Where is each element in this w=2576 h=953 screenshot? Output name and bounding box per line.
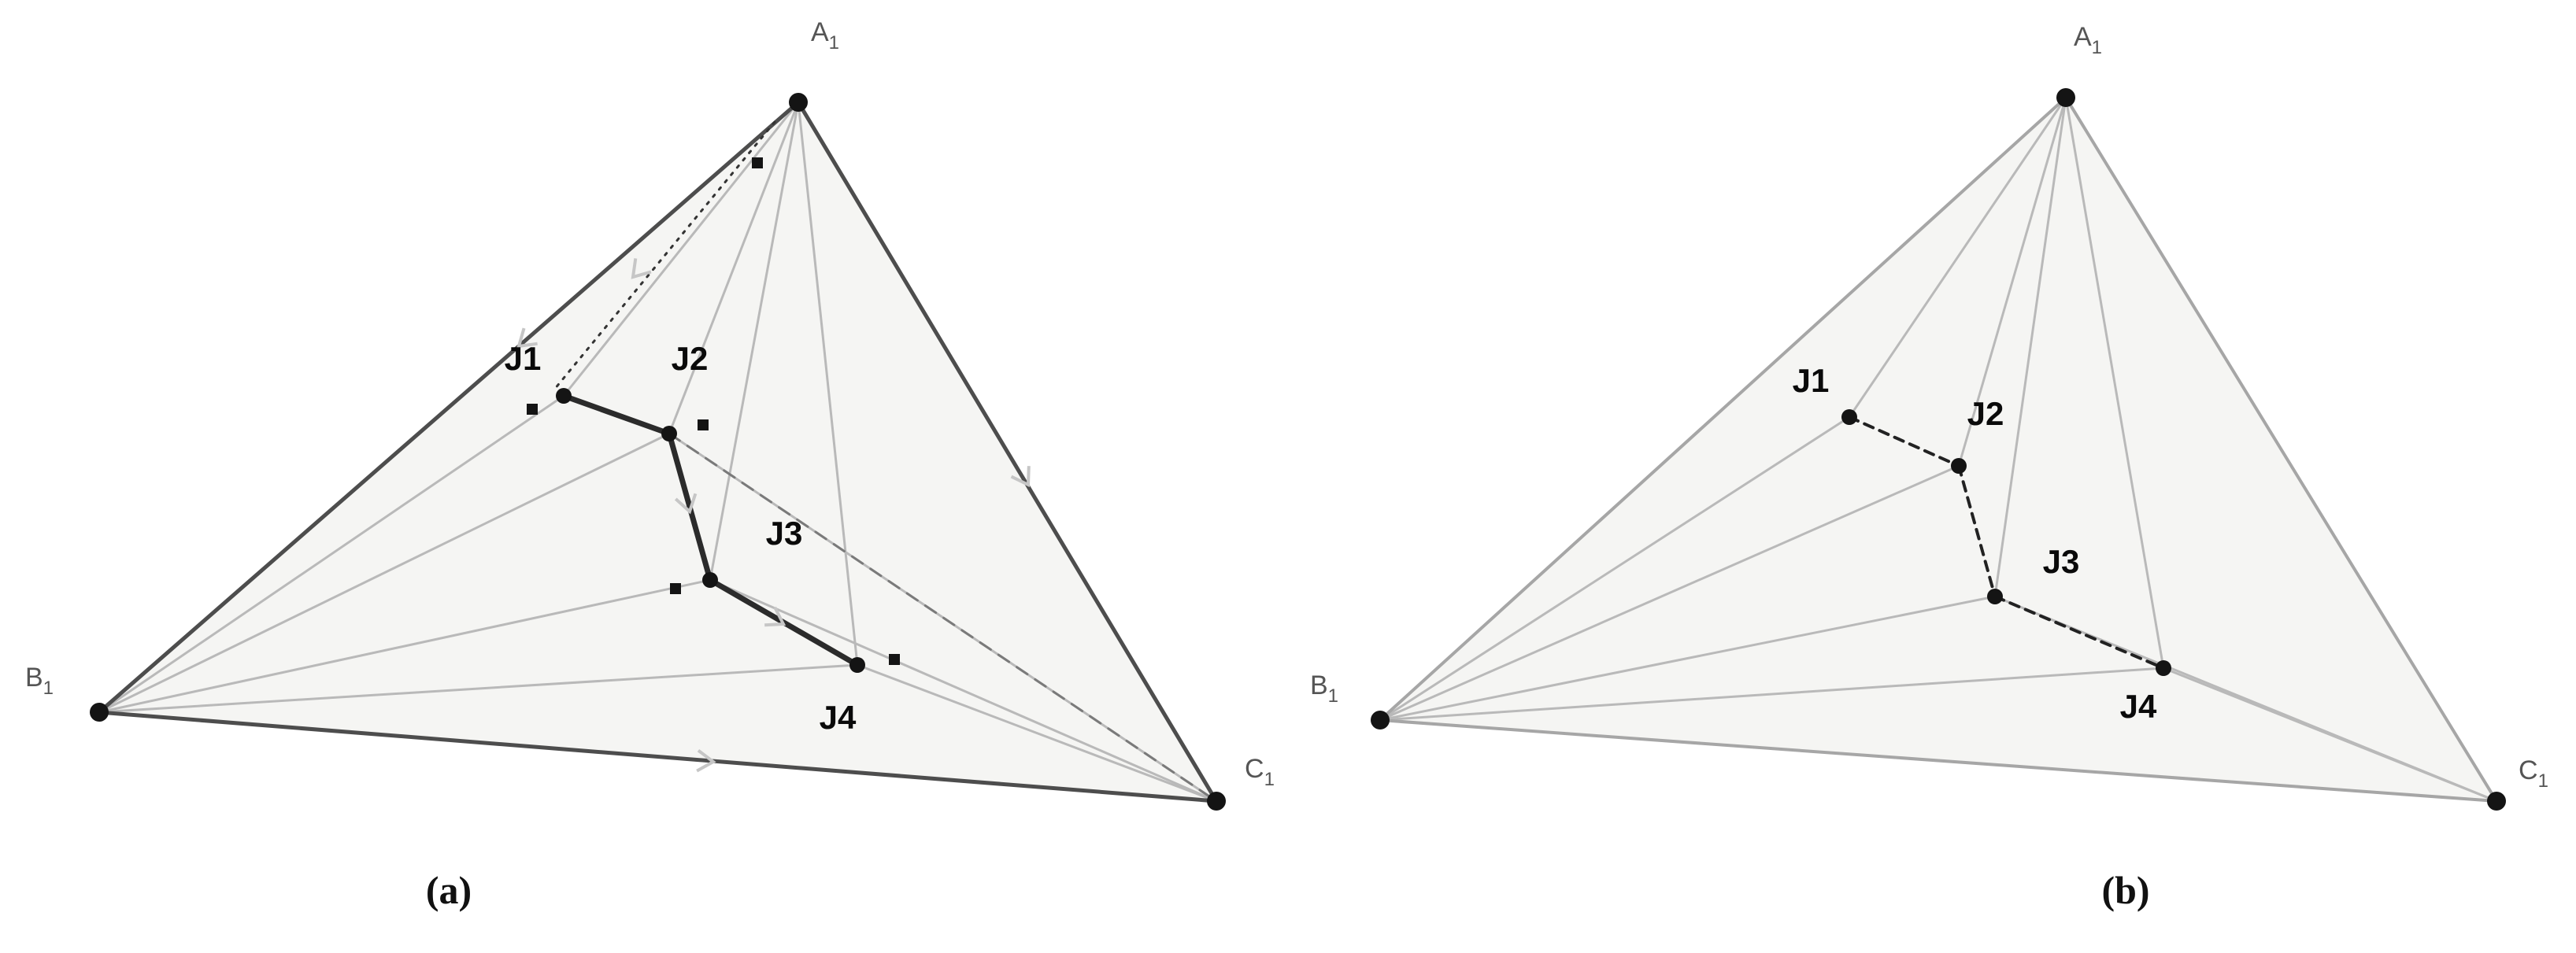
node-B1 — [1371, 711, 1390, 730]
caption-b: (b) — [2101, 868, 2149, 912]
edge_gray-edge-A1-C1 — [2064, 96, 2498, 803]
fan-edge-B1-J3 — [1379, 595, 1997, 722]
arrow-mark-icon — [674, 493, 698, 515]
node-J3 — [702, 572, 718, 588]
edge_dark-edge-B1-C1 — [97, 710, 1219, 803]
label-A1: A1 — [811, 17, 839, 54]
fan-edge-C1-J3 — [709, 578, 1218, 803]
fan-edge-B1-J1 — [1379, 416, 1851, 722]
node-J2 — [661, 426, 677, 441]
dashed-edge-J2-C1 — [668, 432, 1218, 803]
fan-edge-B1-J2 — [98, 432, 671, 714]
arrow-mark-icon — [1010, 466, 1031, 488]
node-C1 — [1207, 792, 1226, 811]
fan-edge-B1-J2 — [1379, 464, 1960, 722]
fan-edge-B1-J3 — [98, 578, 712, 714]
label-J2: J2 — [1967, 395, 2004, 432]
fan-edge-B1-J1 — [98, 394, 565, 714]
chain_dashed-edge-J2-J3 — [1957, 464, 1997, 598]
node-A1 — [789, 93, 808, 112]
satellite-marker — [752, 157, 763, 168]
fan-edge-A1-J4 — [2064, 96, 2165, 670]
satellite-marker — [670, 583, 681, 594]
label-J1: J1 — [1793, 362, 1830, 399]
arrow-mark-icon — [764, 606, 786, 627]
satellite-marker — [527, 404, 538, 415]
caption-a: (a) — [426, 868, 472, 912]
label-B1: B1 — [25, 663, 54, 699]
fan-edge-B1-J4 — [98, 663, 859, 714]
label-J3: J3 — [766, 515, 803, 552]
fan-edge-A1-J2 — [668, 101, 800, 435]
node-J4 — [849, 657, 865, 673]
node-J1 — [1841, 409, 1857, 425]
fan-edge-A1-J3 — [709, 101, 800, 582]
arrow-mark-icon — [696, 749, 716, 773]
fan-edge-A1-J3 — [1993, 96, 2067, 598]
label-B1: B1 — [1310, 670, 1338, 707]
triangle-face — [99, 102, 1216, 801]
arrow-mark-icon — [516, 327, 538, 349]
node-J3 — [1987, 589, 2003, 604]
label-J4: J4 — [820, 699, 857, 736]
label-C1: C1 — [1245, 754, 1275, 790]
node-B1 — [90, 703, 109, 722]
fan-edge-A1-J2 — [1957, 96, 2067, 467]
node-C1 — [2487, 792, 2506, 811]
edge_dark-edge-A1-C1 — [796, 100, 1219, 803]
fan-edge-C1-J4 — [2162, 667, 2498, 803]
node-J4 — [2156, 660, 2171, 676]
fan-edge-C1-J4 — [856, 663, 1218, 803]
node-J2 — [1951, 458, 1967, 474]
fan-edge-A1-J1 — [562, 101, 800, 397]
edge_gray-edge-B1-C1 — [1379, 718, 2498, 803]
node-A1 — [2056, 88, 2075, 107]
chain-edge-J1-J2 — [561, 393, 672, 437]
fan-edge-A1-J1 — [1848, 96, 2067, 419]
label-J2: J2 — [672, 340, 709, 377]
triangle-face — [1380, 98, 2496, 801]
label-J1: J1 — [505, 340, 542, 377]
fan-edge-B1-J4 — [1379, 667, 2165, 722]
chain_dashed-edge-J3-J4 — [1993, 595, 2165, 670]
satellite-marker — [889, 654, 900, 665]
edge_dark-edge-A1-B1 — [97, 100, 801, 715]
label-C1: C1 — [2519, 755, 2548, 792]
chain_dashed-edge-J1-J2 — [1848, 416, 1960, 467]
label-J3: J3 — [2043, 543, 2080, 580]
arrow-mark-icon — [631, 258, 652, 279]
label-J4: J4 — [2120, 688, 2157, 725]
edge_gray-edge-A1-B1 — [1379, 96, 2067, 722]
fan-edge-A1-J4 — [797, 101, 859, 667]
node-J1 — [556, 388, 572, 404]
satellite-marker — [698, 419, 709, 430]
label-A1: A1 — [2074, 22, 2102, 58]
dotted-edge-A1-J1 — [553, 120, 776, 391]
